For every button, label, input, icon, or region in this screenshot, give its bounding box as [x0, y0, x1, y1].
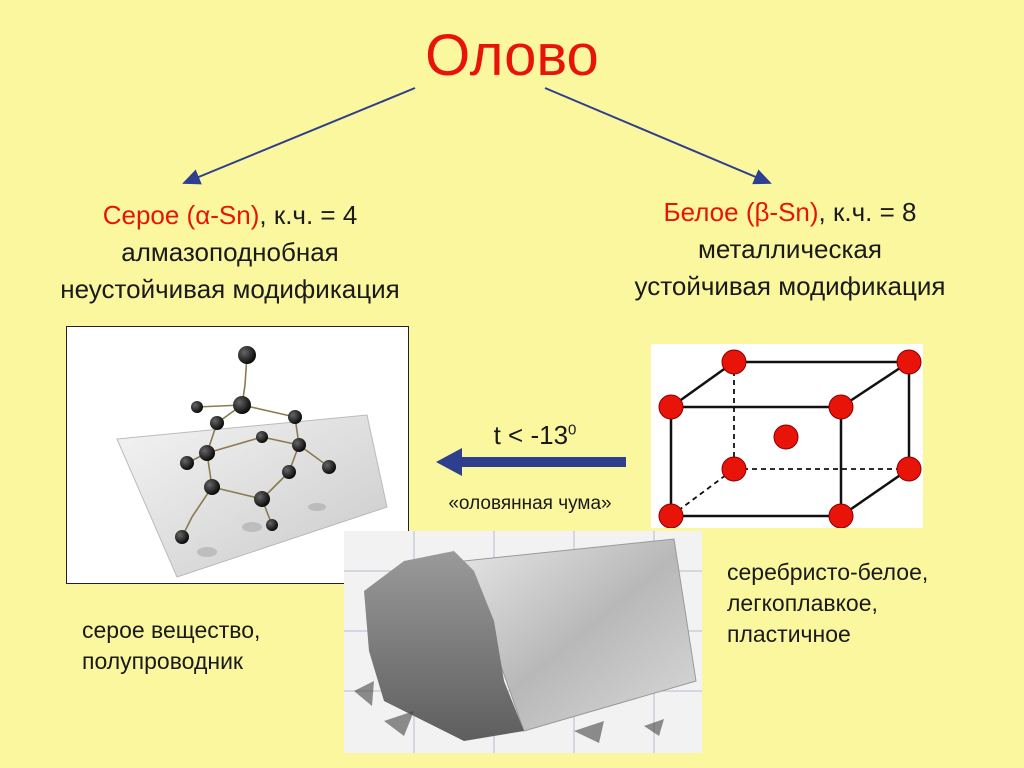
transition-temperature: t < -130 — [450, 420, 620, 451]
metal-bar — [463, 538, 697, 732]
hidden-edges — [670, 362, 909, 517]
gray-tin-cn: , к.ч. = 4 — [259, 200, 358, 230]
white-tin-description: Белое (β-Sn), к.ч. = 8 металлическая уст… — [580, 194, 1000, 305]
diamond-lattice-drawing — [116, 346, 388, 578]
white-tin-property-2: легкоплавкое, — [727, 590, 878, 616]
gray-tin-property-2: полупроводник — [82, 648, 243, 674]
transition-temperature-degree: 0 — [568, 421, 577, 439]
metallic-lattice-drawing — [658, 349, 922, 528]
gray-tin-structure: алмазоподнобная — [121, 237, 339, 267]
transition-temperature-base: t < -13 — [493, 420, 569, 450]
white-tin-stability: устойчивая модификация — [634, 271, 946, 301]
white-tin-properties: серебристо-белое, легкоплавкое, пластичн… — [727, 557, 928, 650]
atoms — [175, 346, 336, 544]
crumbs — [354, 681, 664, 743]
gray-tin-heading: Серое (α-Sn), к.ч. = 4 — [20, 197, 440, 234]
white-tin-property-1: серебристо-белое, — [727, 559, 929, 585]
shadows — [197, 503, 326, 557]
transition-arrow — [436, 448, 626, 476]
gray-tin-stability: неустойчивая модификация — [60, 274, 400, 304]
white-tin-structure: металлическая — [698, 234, 882, 264]
page-title: Олово — [425, 23, 599, 88]
white-tin-name: Белое (β-Sn) — [663, 197, 819, 227]
gray-tin-properties: серое вещество, полупроводник — [82, 615, 260, 677]
gray-tin-description: Серое (α-Sn), к.ч. = 4 алмазоподнобная н… — [20, 197, 440, 308]
red-atoms — [658, 349, 922, 528]
metallic-lattice-image — [651, 344, 923, 528]
arrow-to-white-tin — [544, 87, 772, 185]
gray-tin-name: Серое (α-Sn) — [102, 200, 260, 230]
white-tin-heading: Белое (β-Sn), к.ч. = 8 — [580, 194, 1000, 231]
crumbled-tin — [364, 551, 524, 741]
white-tin-cn: , к.ч. = 8 — [818, 197, 917, 227]
tin-pest-label: «оловянная чума» — [448, 493, 612, 514]
tin-sample-drawing — [344, 531, 702, 753]
gray-tin-property-1: серое вещество, — [82, 617, 261, 643]
tin-sample-photo — [344, 531, 702, 753]
white-tin-property-3: пластичное — [727, 621, 851, 647]
arrow-to-gray-tin — [182, 87, 416, 185]
